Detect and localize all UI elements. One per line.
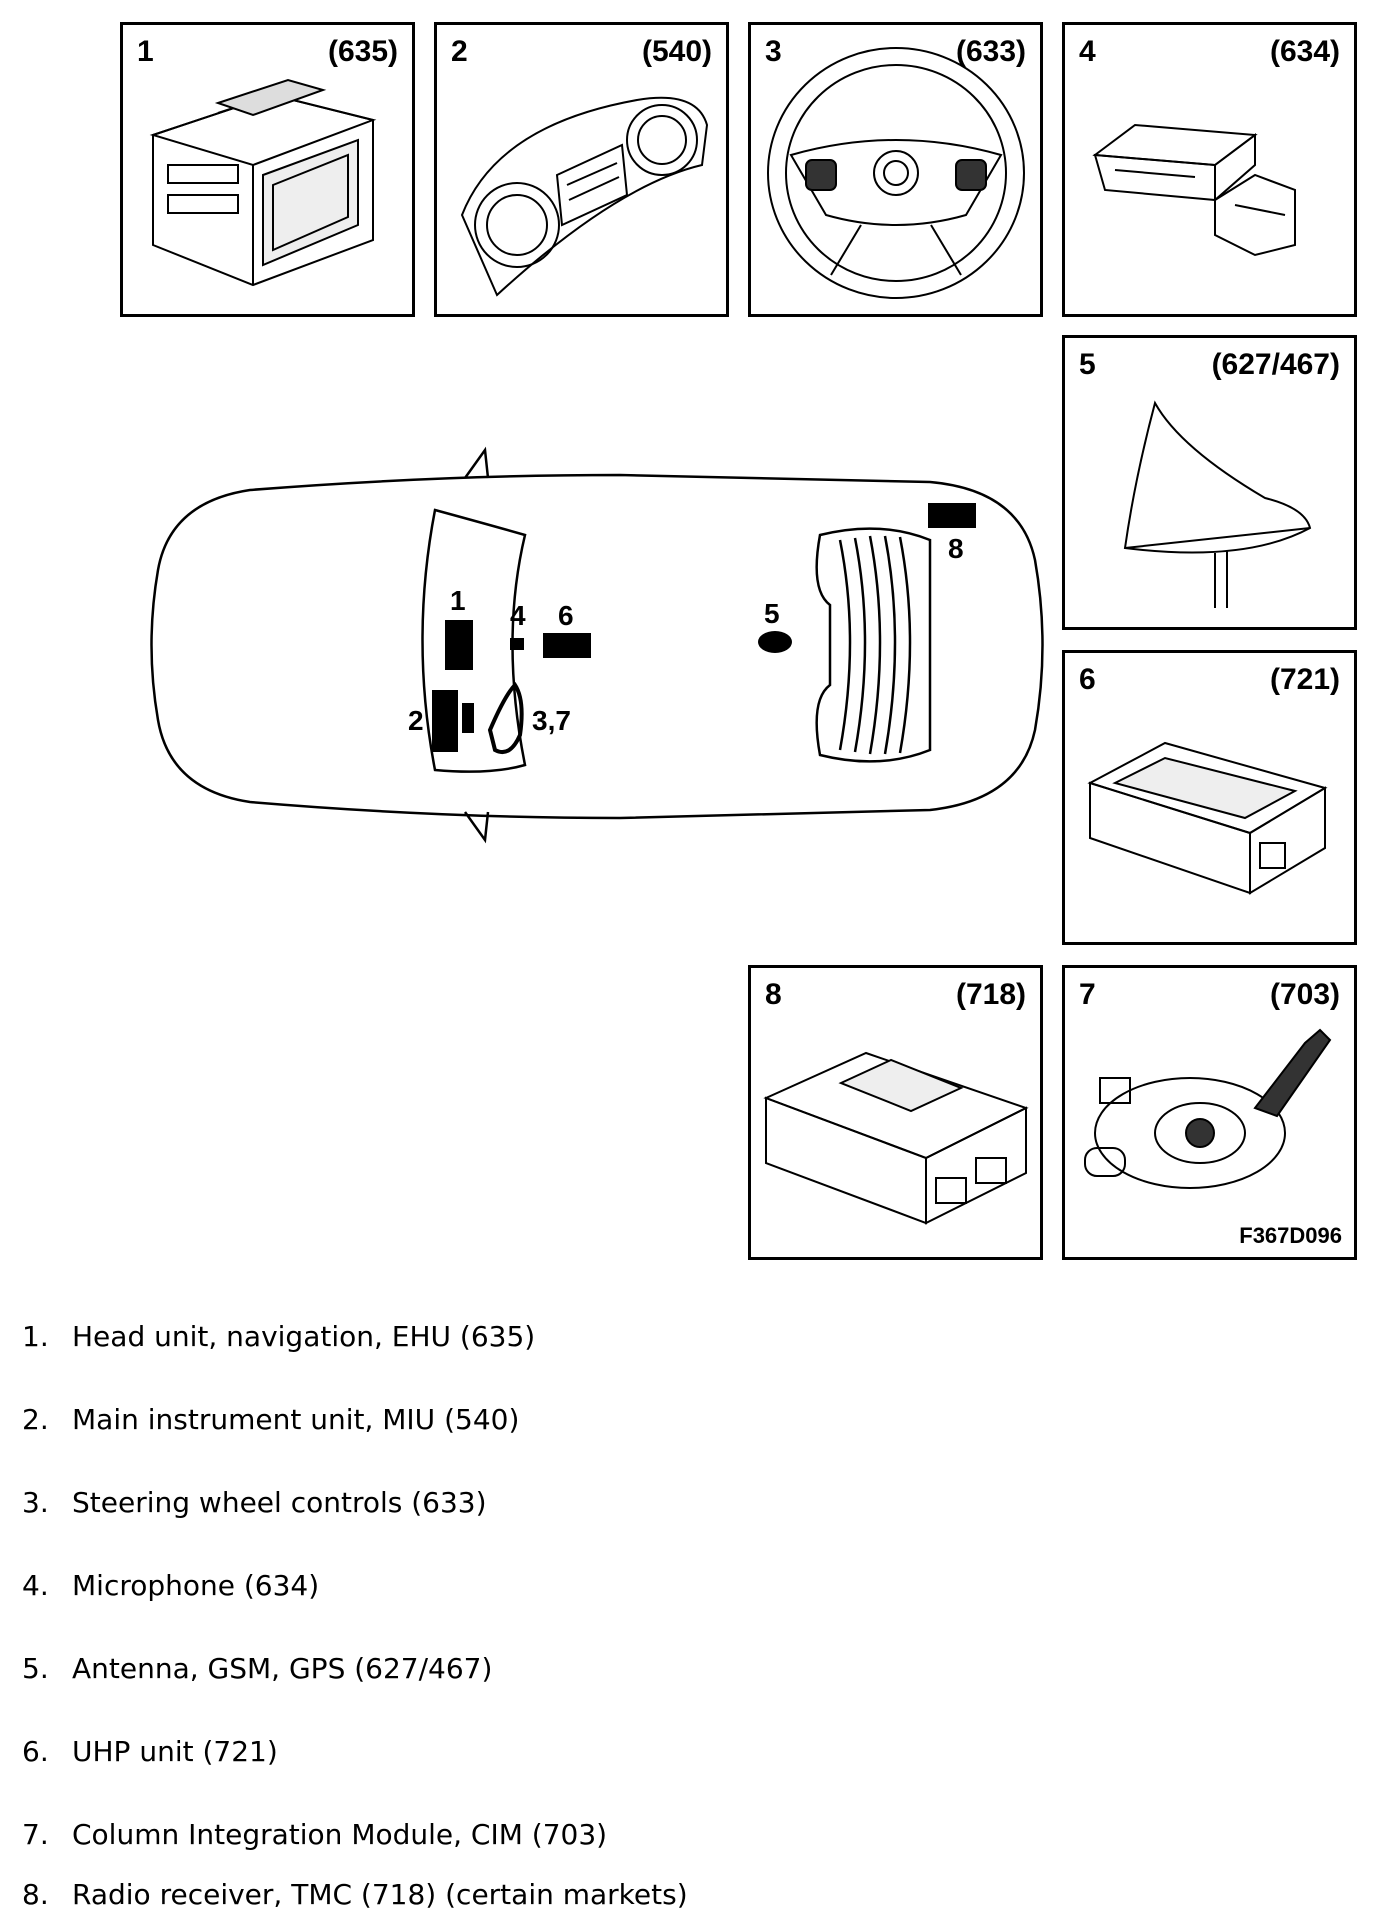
component-box-instrument-unit: 2 (540) bbox=[434, 22, 729, 317]
legend-item: 2. Main instrument unit, MIU (540) bbox=[22, 1403, 519, 1436]
car-label-instrument-unit: 2 bbox=[408, 705, 424, 736]
component-box-uhp-unit: 6 (721) bbox=[1062, 650, 1357, 945]
component-number: 6 bbox=[1079, 663, 1096, 696]
legend-text: Head unit, navigation, EHU (635) bbox=[72, 1320, 536, 1353]
component-code: (635) bbox=[327, 35, 398, 68]
legend-text: Microphone (634) bbox=[72, 1569, 320, 1602]
legend-item: 7. Column Integration Module, CIM (703) bbox=[22, 1818, 607, 1851]
uhp-unit-illustration bbox=[1087, 741, 1328, 895]
component-number: 7 bbox=[1079, 978, 1096, 1011]
legend-item: 8. Radio receiver, TMC (718) (certain mar… bbox=[22, 1878, 688, 1911]
component-code: (703) bbox=[1269, 978, 1340, 1011]
legend-index: 6. bbox=[22, 1735, 49, 1768]
legend-index: 8. bbox=[22, 1878, 49, 1911]
component-number: 1 bbox=[137, 35, 154, 68]
car-label-uhp-unit: 6 bbox=[558, 600, 574, 631]
legend-text: Column Integration Module, CIM (703) bbox=[72, 1818, 608, 1851]
figure-id: F367D096 bbox=[1239, 1223, 1342, 1248]
left-mirror bbox=[463, 446, 490, 479]
radio-receiver-location-marker bbox=[928, 503, 976, 528]
component-code: (634) bbox=[1269, 35, 1340, 68]
legend-text: Steering wheel controls (633) bbox=[72, 1486, 487, 1519]
component-number: 4 bbox=[1079, 35, 1096, 68]
microphone-location-marker bbox=[510, 638, 524, 650]
head-unit-illustration bbox=[149, 78, 377, 287]
right-mirror bbox=[463, 811, 490, 844]
component-number: 3 bbox=[765, 35, 782, 68]
legend-item: 1. Head unit, navigation, EHU (635) bbox=[22, 1320, 535, 1353]
component-number: 2 bbox=[451, 35, 468, 68]
head-unit-location-marker bbox=[445, 620, 473, 670]
car-label-steering-controls: 3,7 bbox=[532, 705, 571, 736]
component-box-steering-wheel: 3 (633) bbox=[748, 22, 1043, 317]
legend-text: Antenna, GSM, GPS (627/467) bbox=[72, 1652, 493, 1685]
legend-item: 5. Antenna, GSM, GPS (627/467) bbox=[22, 1652, 492, 1685]
component-code: (718) bbox=[955, 978, 1026, 1011]
component-code: (540) bbox=[641, 35, 712, 68]
windshield bbox=[421, 508, 527, 773]
microphone-illustration bbox=[1092, 123, 1296, 257]
component-box-head-unit: 1 (635) bbox=[120, 22, 415, 317]
legend-index: 5. bbox=[22, 1652, 49, 1685]
car-label-radio-receiver: 8 bbox=[948, 533, 964, 564]
car-location-diagram: 1 2 3,7 4 6 5 8 bbox=[150, 446, 1044, 844]
legend-item: 4. Microphone (634) bbox=[22, 1569, 319, 1602]
legend-item: 6. UHP unit (721) bbox=[22, 1735, 278, 1768]
antenna-illustration bbox=[1123, 400, 1312, 608]
antenna-location-marker bbox=[758, 631, 792, 653]
car-body-outline bbox=[150, 473, 1044, 820]
component-box-radio-receiver: 8 (718) bbox=[748, 965, 1043, 1260]
legend-index: 4. bbox=[22, 1569, 49, 1602]
car-label-head-unit: 1 bbox=[450, 585, 466, 616]
component-code: (627/467) bbox=[1211, 348, 1340, 381]
legend-index: 2. bbox=[22, 1403, 49, 1436]
rear-window bbox=[815, 527, 932, 763]
instrument-unit-location-marker bbox=[432, 690, 458, 752]
legend-index: 1. bbox=[22, 1320, 49, 1353]
uhp-unit-location-marker bbox=[543, 633, 591, 658]
car-label-antenna: 5 bbox=[764, 598, 780, 629]
legend-text: Main instrument unit, MIU (540) bbox=[72, 1403, 520, 1436]
legend-index: 3. bbox=[22, 1486, 49, 1519]
component-box-antenna: 5 (627/467) bbox=[1062, 335, 1357, 630]
column-module-illustration bbox=[1084, 1028, 1332, 1189]
legend-index: 7. bbox=[22, 1818, 49, 1851]
legend-text: UHP unit (721) bbox=[72, 1735, 278, 1768]
component-code: (633) bbox=[955, 35, 1026, 68]
component-code: (721) bbox=[1269, 663, 1340, 696]
component-box-microphone: 4 (634) bbox=[1062, 22, 1357, 317]
radio-receiver-illustration bbox=[763, 1051, 1029, 1225]
component-number: 5 bbox=[1079, 348, 1096, 381]
steering-wheel-illustration bbox=[767, 47, 1025, 299]
steering-wheel-location bbox=[487, 681, 524, 755]
legend-item: 3. Steering wheel controls (633) bbox=[22, 1486, 487, 1519]
instrument-cluster-illustration bbox=[460, 96, 709, 297]
component-box-column-integration-module: 7 (703) F367D096 bbox=[1062, 965, 1357, 1260]
legend-text: Radio receiver, TMC (718) (certain marke… bbox=[72, 1878, 688, 1911]
component-number: 8 bbox=[765, 978, 782, 1011]
car-label-microphone: 4 bbox=[510, 600, 526, 631]
